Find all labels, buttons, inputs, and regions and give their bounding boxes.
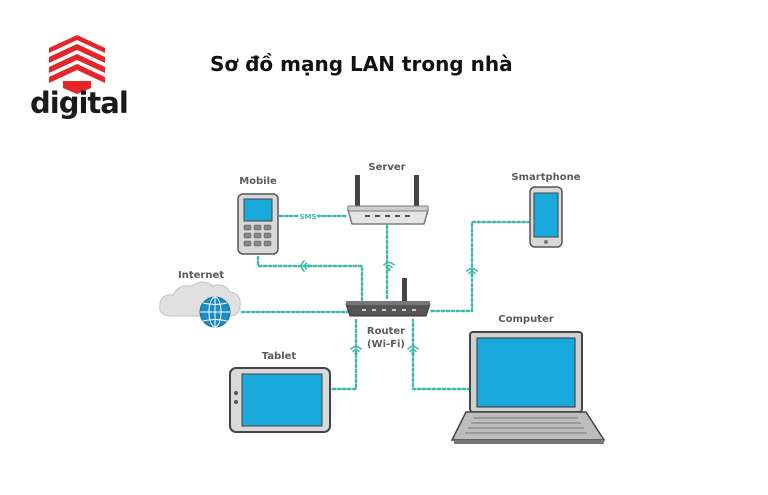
tablet-label: Tablet — [262, 351, 297, 362]
computer-label: Computer — [498, 314, 553, 325]
link-mobile-router — [256, 255, 364, 302]
brand-logo-icon — [49, 35, 105, 94]
router-wifi-label: (Wi-Fi) — [367, 339, 405, 350]
smartphone-icon — [529, 186, 563, 248]
smartphone-label: Smartphone — [511, 172, 580, 183]
brand-name: digital — [30, 86, 129, 120]
wifi-signal-icon — [300, 260, 478, 356]
link-tablet-router — [326, 318, 358, 391]
connection-lines — [240, 214, 532, 391]
router-label: Router — [367, 326, 405, 337]
page-title: Sơ đồ mạng LAN trong nhà — [210, 52, 513, 76]
mobile-label: Mobile — [239, 176, 277, 187]
link-smartphone-router — [428, 220, 532, 313]
sms-label: SMS — [299, 213, 316, 221]
server-label: Server — [368, 162, 405, 173]
mobile-phone-icon — [237, 193, 279, 255]
tablet-icon — [229, 367, 331, 433]
laptop-icon — [450, 331, 606, 444]
router-icon — [345, 278, 431, 317]
globe-icon — [199, 296, 231, 328]
link-computer-router — [411, 318, 472, 391]
server-device — [347, 175, 429, 225]
internet-label: Internet — [178, 270, 224, 281]
